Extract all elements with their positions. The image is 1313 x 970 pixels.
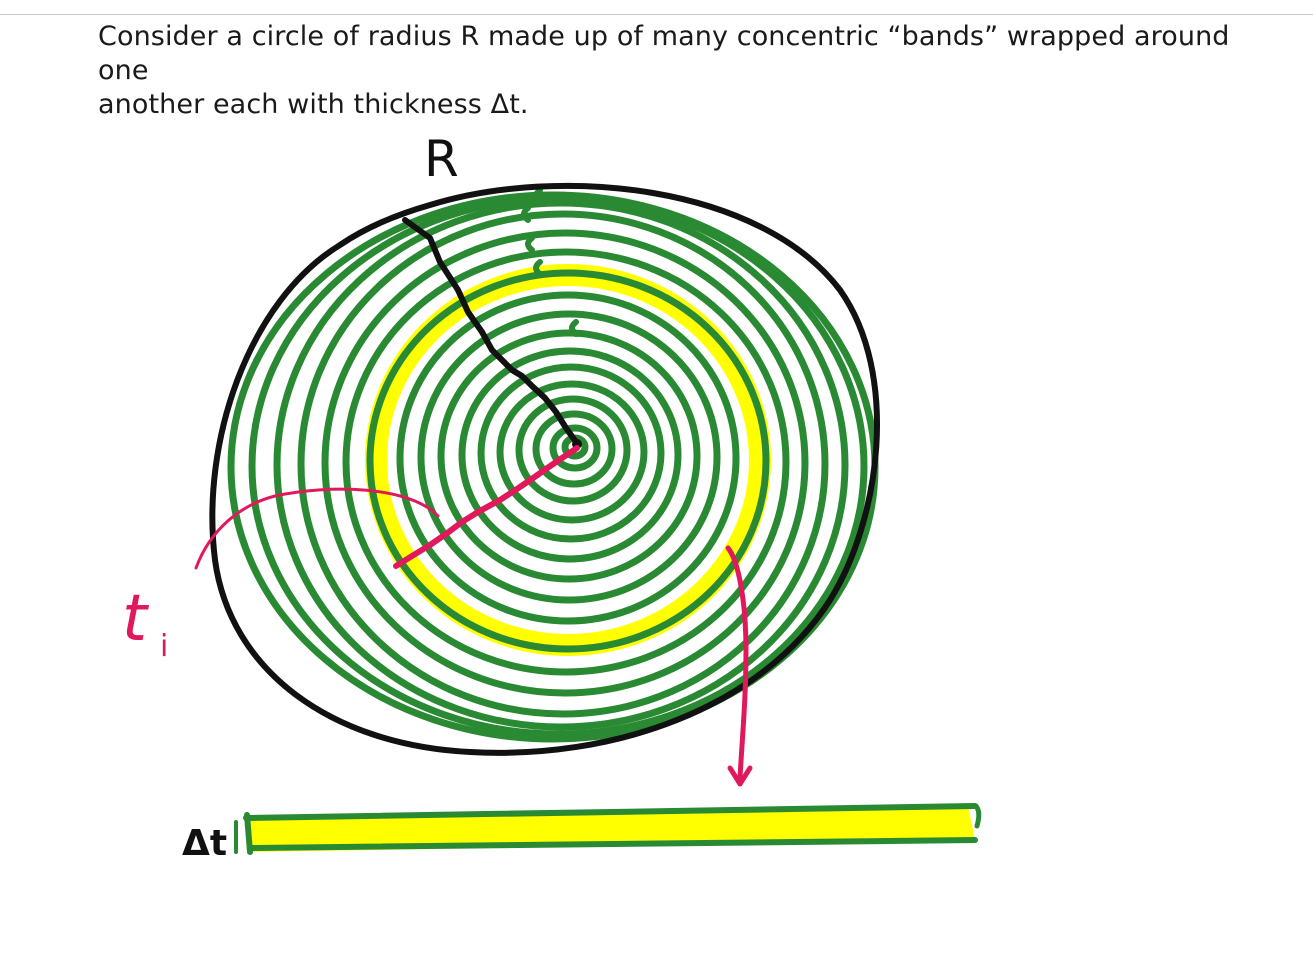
band-ring: [532, 410, 616, 488]
outer-circle: [209, 182, 880, 756]
unrolled-band-top: [243, 803, 978, 821]
thickness-label-text: Δt: [182, 823, 227, 864]
unroll-arrowhead: [727, 765, 753, 787]
problem-caption: Consider a circle of radius R made up of…: [98, 20, 1278, 122]
band-ring: [417, 310, 721, 604]
band-ring: [477, 363, 665, 543]
caption-line-1: Consider a circle of radius R made up of…: [98, 21, 1230, 86]
band-ring: [396, 291, 740, 625]
unrolled-band-bottom: [247, 837, 978, 851]
thickness-label: Δt: [182, 820, 238, 864]
band-ring: [321, 229, 809, 697]
band-ring: [437, 329, 701, 583]
band-radius-label-text: t: [122, 582, 150, 656]
band-ring: [458, 347, 682, 563]
radius-label-text: R: [424, 130, 459, 188]
band-radius-label: t i: [122, 582, 168, 664]
band-ring: [515, 395, 631, 505]
radius-line: [402, 217, 579, 445]
band-ring: [273, 199, 849, 731]
band-ring: [496, 380, 648, 524]
caption-line-2: another each with thickness Δt.: [98, 89, 529, 120]
band-ring: [342, 248, 790, 676]
unroll-arrow: [725, 545, 749, 781]
top-divider: [0, 14, 1313, 15]
band-radius-pointer: [194, 487, 440, 570]
band-radius-subscript: i: [160, 629, 168, 664]
radius-label: R: [424, 130, 459, 188]
band-start-hooks: [521, 187, 579, 337]
unrolled-band: [243, 803, 982, 855]
unrolled-band-left-end: [244, 812, 253, 855]
unrolled-band-right-end: [973, 803, 982, 829]
band-ring: [549, 424, 601, 472]
concentric-bands: [227, 191, 879, 743]
band-ring: [366, 269, 770, 653]
band-radius-line: [393, 445, 580, 569]
band-ring: [297, 210, 829, 718]
